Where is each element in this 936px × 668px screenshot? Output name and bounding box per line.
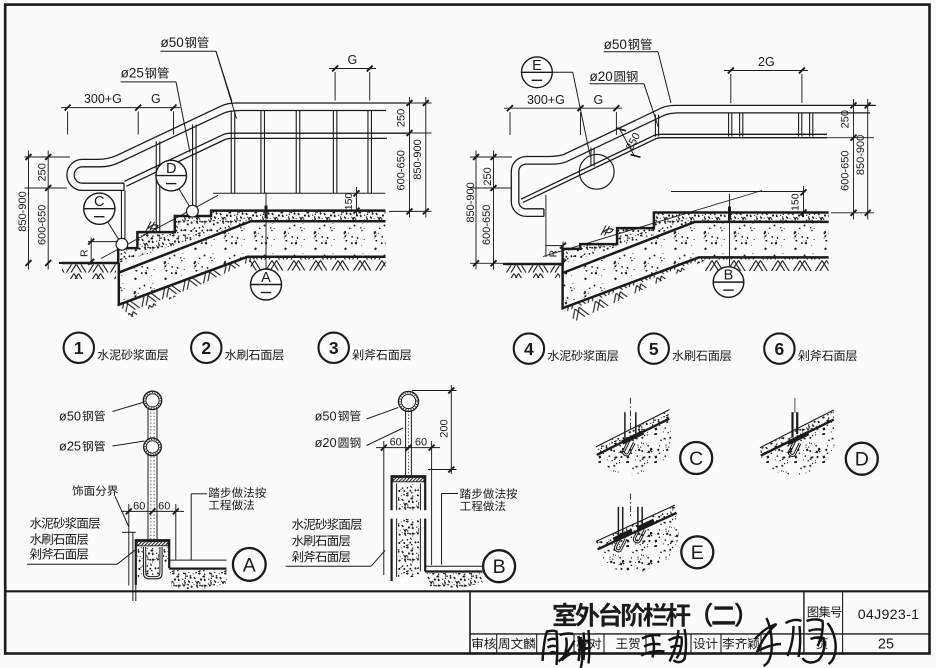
svg-text:600-650: 600-650 — [481, 205, 493, 245]
svg-text:60: 60 — [390, 436, 402, 448]
svg-text:ø50: ø50 — [161, 35, 184, 50]
svg-text:D: D — [166, 161, 176, 177]
svg-text:850-900: 850-900 — [412, 139, 424, 179]
svg-text:1: 1 — [74, 338, 84, 358]
svg-text:R: R — [79, 249, 91, 257]
svg-text:150: 150 — [789, 193, 801, 211]
svg-text:C: C — [94, 194, 104, 210]
svg-text:60: 60 — [415, 436, 427, 448]
svg-text:6: 6 — [775, 339, 785, 359]
svg-text:A: A — [243, 554, 256, 576]
svg-text:ø25: ø25 — [121, 66, 144, 81]
svg-text:250: 250 — [395, 109, 407, 127]
svg-text:850-900: 850-900 — [17, 191, 29, 231]
svg-text:D: D — [855, 449, 869, 471]
svg-text:25: 25 — [878, 637, 894, 653]
svg-text:G: G — [151, 92, 161, 106]
svg-text:200: 200 — [439, 419, 451, 437]
svg-text:60: 60 — [133, 500, 145, 512]
svg-text:E: E — [532, 58, 542, 74]
svg-text:E: E — [691, 542, 704, 564]
svg-text:A: A — [261, 270, 271, 286]
svg-text:5: 5 — [649, 339, 659, 359]
svg-text:B: B — [724, 268, 734, 284]
svg-text:4: 4 — [524, 339, 534, 359]
svg-text:600-650: 600-650 — [37, 205, 49, 245]
svg-text:ø50: ø50 — [315, 408, 337, 423]
svg-text:60: 60 — [158, 500, 170, 512]
svg-text:B: B — [493, 556, 506, 578]
svg-text:G: G — [348, 53, 358, 67]
svg-text:ø50: ø50 — [604, 37, 627, 52]
svg-text:ø25: ø25 — [59, 439, 81, 454]
svg-text:150: 150 — [343, 193, 355, 211]
svg-text:600-650: 600-650 — [396, 150, 408, 190]
svg-text:ø50: ø50 — [59, 408, 81, 423]
svg-text:250: 250 — [37, 163, 49, 181]
svg-text:850-900: 850-900 — [465, 182, 477, 222]
svg-text:ø20: ø20 — [315, 435, 337, 450]
svg-text:3: 3 — [329, 338, 339, 358]
svg-text:ø20: ø20 — [590, 69, 613, 84]
svg-text:250: 250 — [840, 110, 852, 128]
svg-text:250: 250 — [482, 167, 494, 185]
svg-text:2G: 2G — [758, 55, 775, 69]
svg-text:R: R — [547, 249, 559, 257]
svg-text:G: G — [594, 93, 604, 107]
svg-text:600-650: 600-650 — [840, 151, 852, 191]
svg-text:300+G: 300+G — [527, 93, 565, 107]
svg-text:C: C — [689, 448, 703, 470]
svg-text:2: 2 — [201, 338, 211, 358]
svg-text:04J923-1: 04J923-1 — [858, 607, 920, 623]
svg-text:300+G: 300+G — [84, 92, 122, 106]
svg-text:850-900: 850-900 — [855, 135, 867, 175]
